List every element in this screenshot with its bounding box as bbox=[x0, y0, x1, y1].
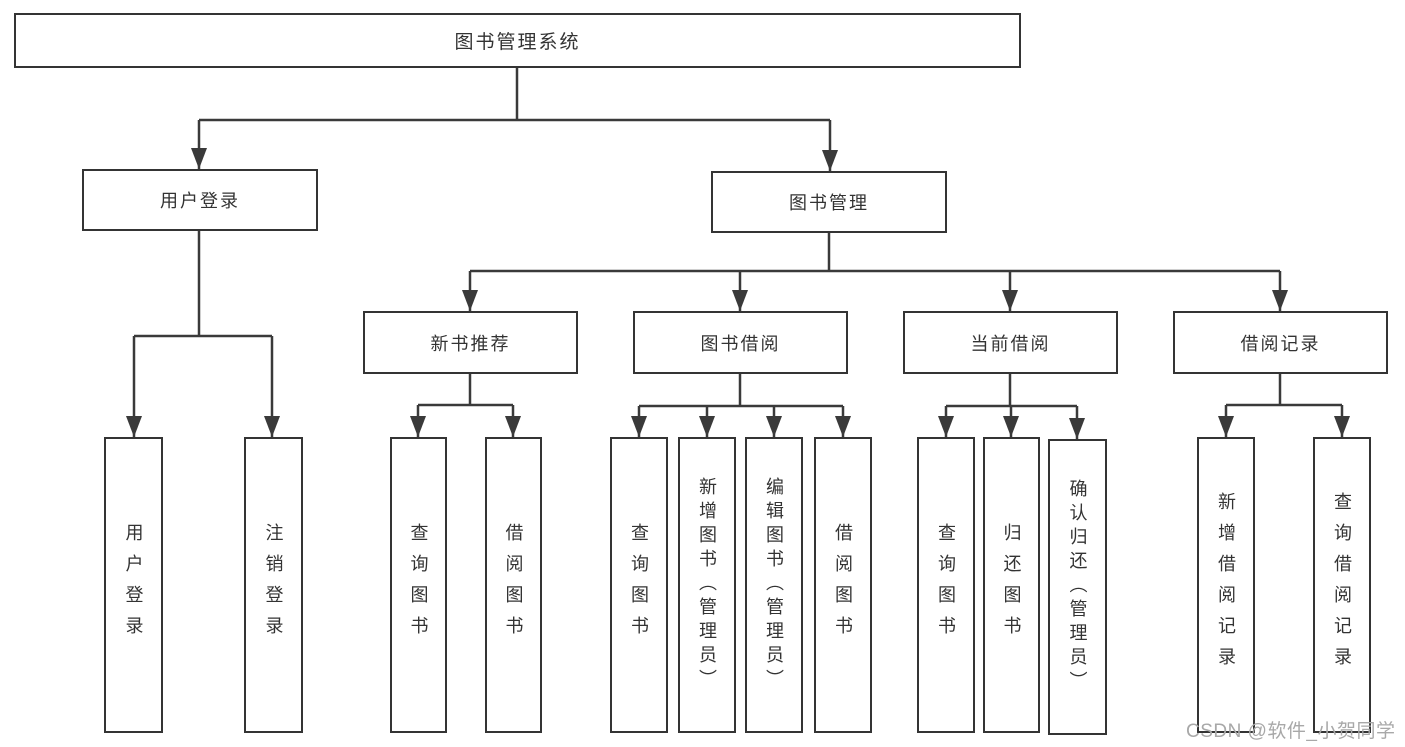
connector-current-trunk bbox=[946, 374, 1077, 408]
node-label: 新增图书（管理员） bbox=[697, 477, 717, 693]
leaf-recommend-borrow-book: 借阅图书 bbox=[485, 437, 542, 733]
leaf-borrow-borrow-book: 借阅图书 bbox=[814, 437, 872, 733]
node-current-borrowing: 当前借阅 bbox=[903, 311, 1118, 374]
node-book-management: 图书管理 bbox=[711, 171, 947, 233]
csdn-watermark: CSDN @软件_小贺同学 bbox=[1186, 721, 1396, 742]
connector-recommend-trunk bbox=[418, 374, 513, 407]
node-user-login: 用户登录 bbox=[82, 169, 318, 231]
node-label: 图书管理系统 bbox=[454, 32, 581, 53]
leaf-return-book: 归还图书 bbox=[983, 437, 1040, 733]
node-new-book-recommend: 新书推荐 bbox=[363, 311, 578, 374]
node-label: 借阅图书 bbox=[503, 523, 524, 647]
connector-root-trunk bbox=[199, 68, 830, 122]
node-library-management-system: 图书管理系统 bbox=[14, 13, 1021, 68]
connector-records-trunk bbox=[1226, 374, 1342, 407]
node-label: 图书管理 bbox=[789, 193, 869, 213]
leaf-edit-book-admin: 编辑图书（管理员） bbox=[745, 437, 803, 733]
node-label: 归还图书 bbox=[1001, 523, 1022, 647]
leaf-borrow-query-book: 查询图书 bbox=[610, 437, 668, 733]
node-label: 新增借阅记录 bbox=[1216, 492, 1236, 678]
node-label: 编辑图书（管理员） bbox=[764, 477, 784, 693]
leaf-query-borrow-record: 查询借阅记录 bbox=[1313, 437, 1371, 733]
node-label: 查询图书 bbox=[629, 523, 649, 647]
node-borrowing-records: 借阅记录 bbox=[1173, 311, 1388, 374]
leaf-logout: 注销登录 bbox=[244, 437, 303, 733]
connector-book-management-trunk bbox=[470, 233, 1280, 273]
node-label: 用户登录 bbox=[160, 191, 240, 211]
node-label: 查询图书 bbox=[408, 523, 429, 647]
node-label: 注销登录 bbox=[263, 523, 284, 647]
node-label: 查询图书 bbox=[936, 523, 956, 647]
leaf-confirm-return-admin: 确认归还（管理员） bbox=[1048, 439, 1107, 735]
node-label: 借阅记录 bbox=[1240, 333, 1321, 354]
node-label: 查询借阅记录 bbox=[1332, 492, 1352, 678]
node-label: 借阅图书 bbox=[833, 523, 853, 647]
node-label: 用户登录 bbox=[123, 523, 144, 647]
connector-user-login-trunk bbox=[134, 231, 272, 338]
leaf-add-borrow-record: 新增借阅记录 bbox=[1197, 437, 1255, 733]
node-label: 图书借阅 bbox=[700, 333, 781, 354]
leaf-user-login: 用户登录 bbox=[104, 437, 163, 733]
leaf-add-book-admin: 新增图书（管理员） bbox=[678, 437, 736, 733]
node-label: 当前借阅 bbox=[970, 333, 1051, 354]
leaf-current-query-book: 查询图书 bbox=[917, 437, 975, 733]
leaf-recommend-query-book: 查询图书 bbox=[390, 437, 447, 733]
node-label: 新书推荐 bbox=[430, 333, 511, 354]
node-book-borrowing: 图书借阅 bbox=[633, 311, 848, 374]
connector-borrow-trunk bbox=[639, 374, 843, 408]
node-label: 确认归还（管理员） bbox=[1067, 479, 1088, 695]
